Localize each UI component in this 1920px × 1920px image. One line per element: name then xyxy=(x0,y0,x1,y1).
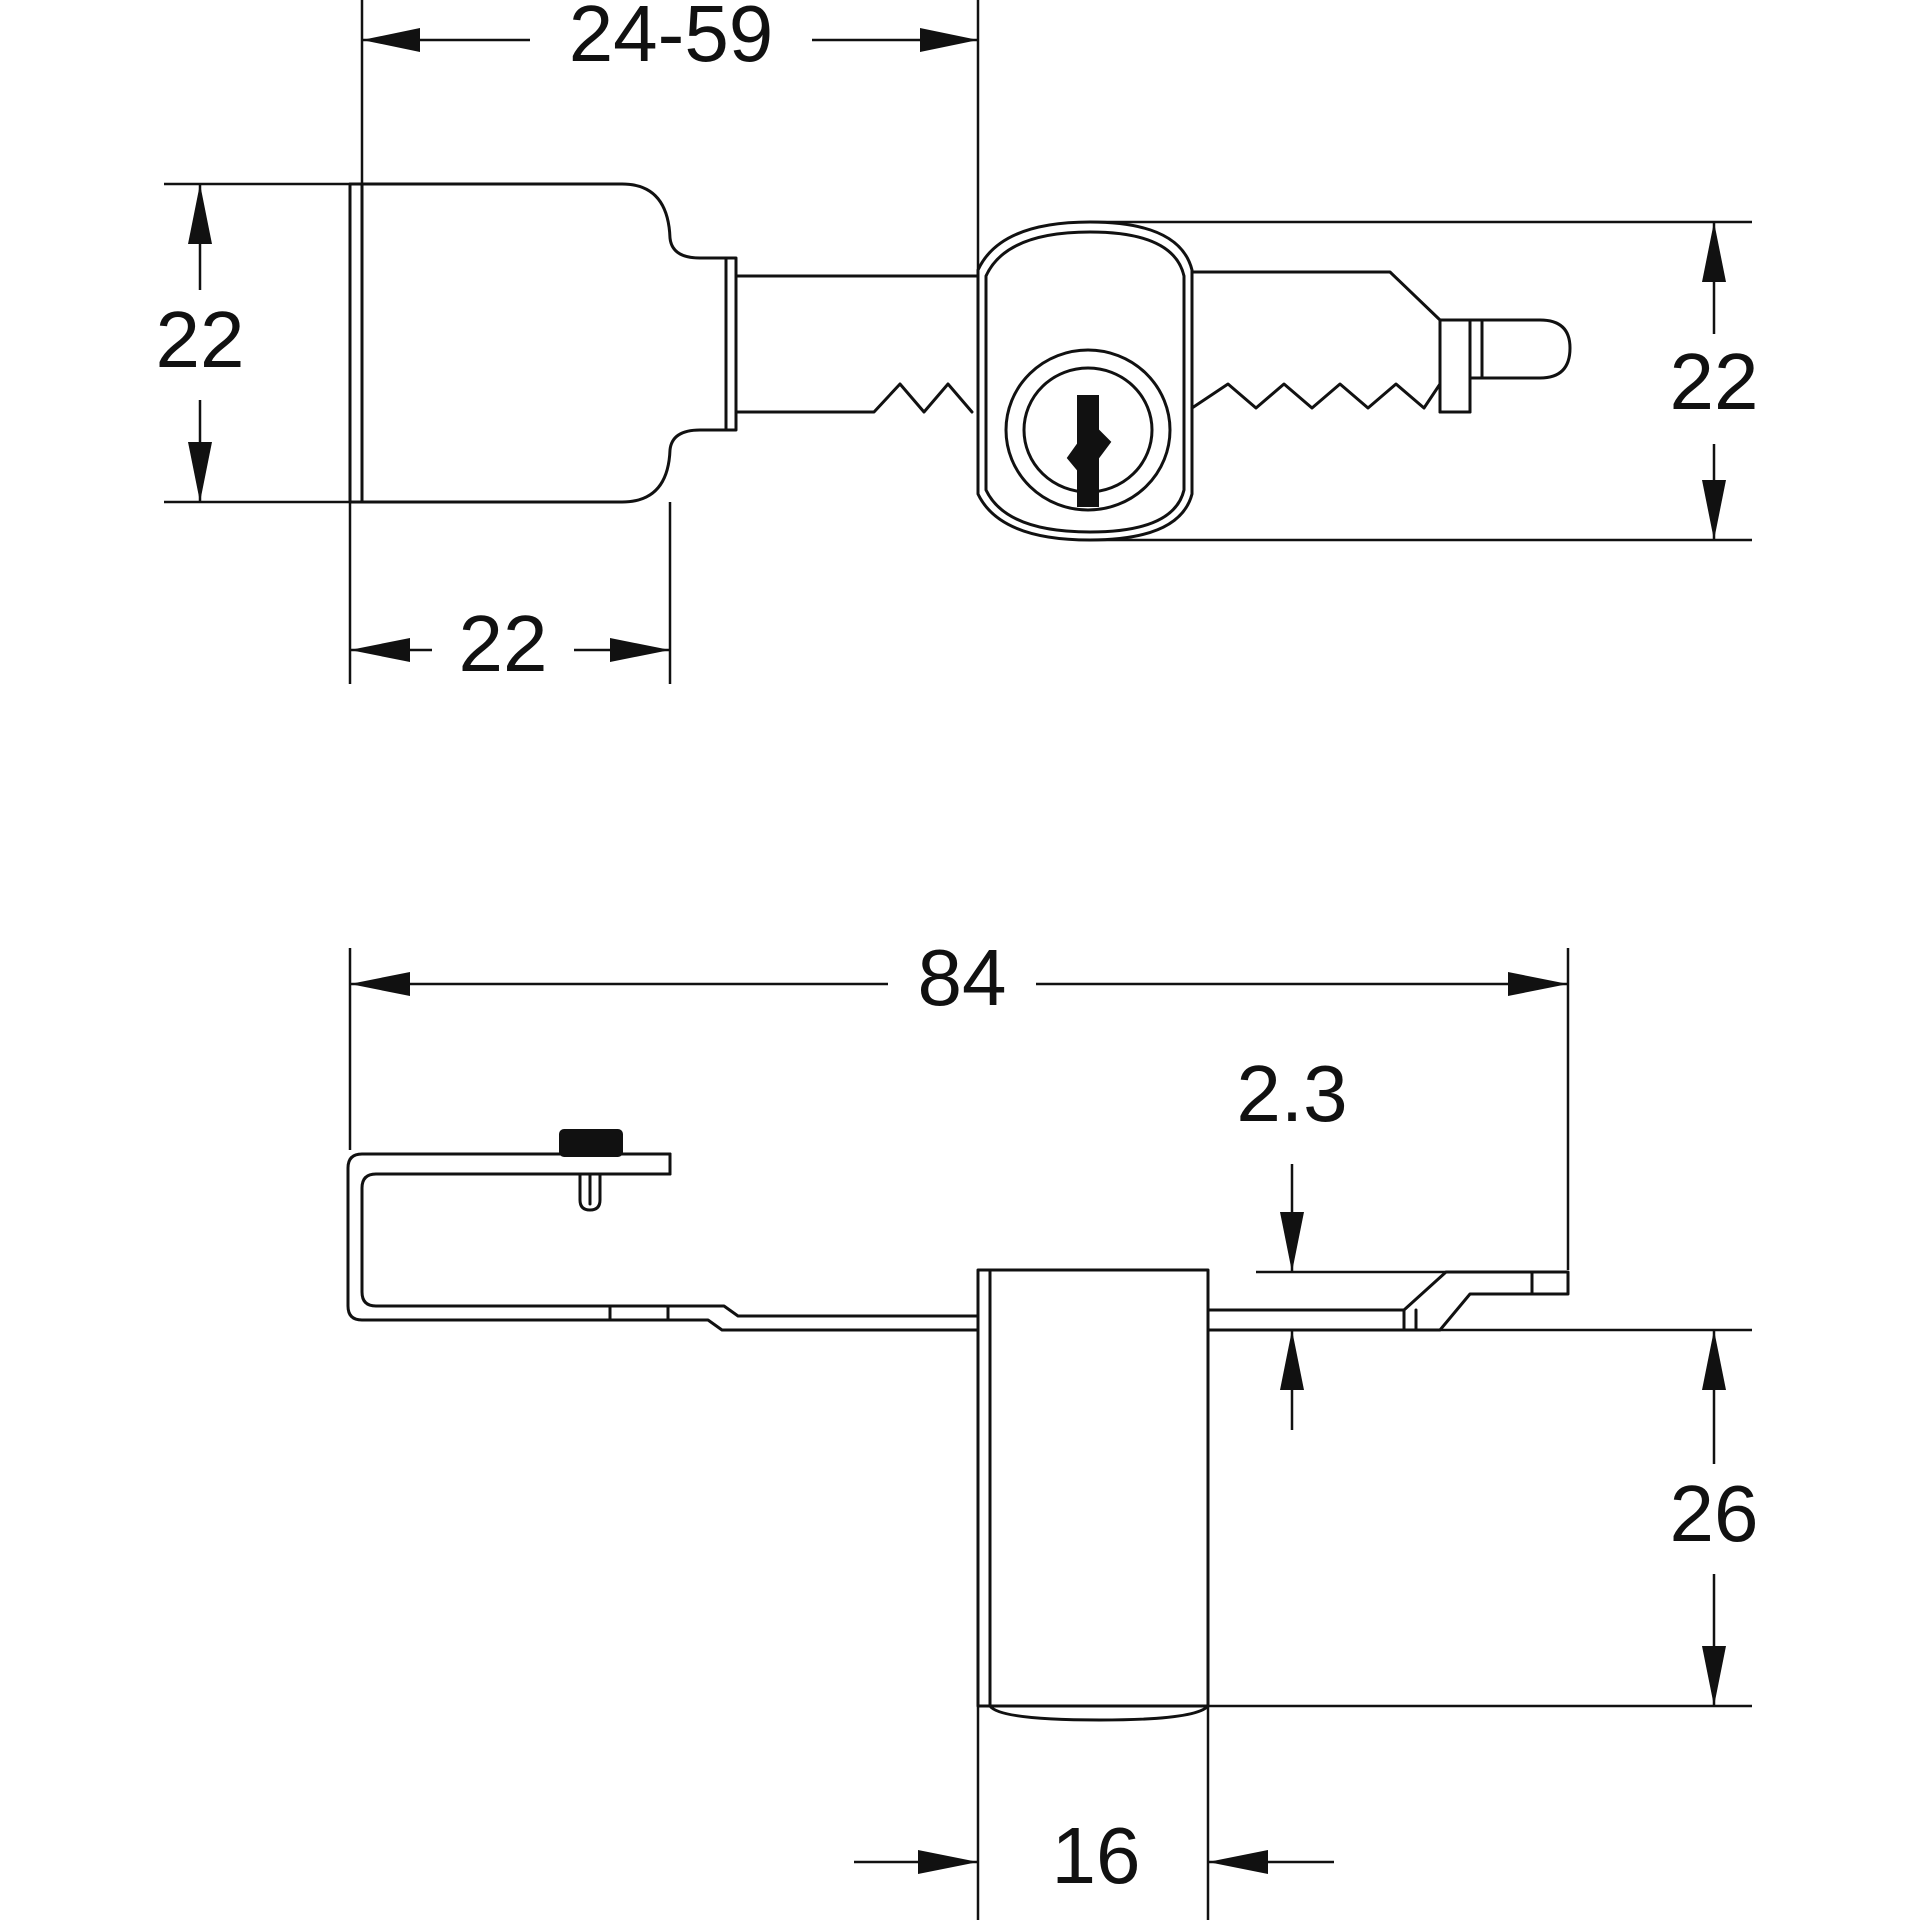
bolt-plate xyxy=(1206,1270,1570,1332)
side-view: 84 xyxy=(346,933,1759,1920)
keyhole-icon xyxy=(1066,395,1112,507)
label-housing-width: 22 xyxy=(459,599,548,688)
label-plate-thickness: 2.3 xyxy=(1236,1049,1347,1138)
bolt-extension xyxy=(1190,270,1572,414)
label-cylinder-height: 22 xyxy=(1670,337,1759,426)
lock-cylinder xyxy=(976,220,1194,542)
screw-icon xyxy=(559,1129,623,1212)
dim-2-3: 2.3 xyxy=(1236,1049,1348,1430)
bolt-bar xyxy=(734,274,980,414)
label-body-depth: 26 xyxy=(1670,1469,1759,1558)
dim-22-housing-height: 22 xyxy=(156,184,245,502)
label-housing-height: 22 xyxy=(156,295,245,384)
mounting-bracket xyxy=(346,1152,980,1332)
dim-24-59: 24-59 xyxy=(362,0,978,78)
dim-16: 16 xyxy=(854,1811,1334,1900)
lock-housing xyxy=(348,182,738,504)
dim-84: 84 xyxy=(350,933,1568,1022)
dim-22-cylinder-height: 22 xyxy=(1670,222,1759,540)
label-overall-length: 84 xyxy=(918,933,1007,1022)
top-view: 24-59 xyxy=(156,0,1759,688)
label-bolt-travel: 24-59 xyxy=(569,0,774,78)
dim-26: 26 xyxy=(1670,1330,1759,1706)
dim-22-housing-width: 22 xyxy=(350,599,670,688)
lock-body xyxy=(976,1268,1210,1722)
label-body-width: 16 xyxy=(1052,1811,1141,1900)
